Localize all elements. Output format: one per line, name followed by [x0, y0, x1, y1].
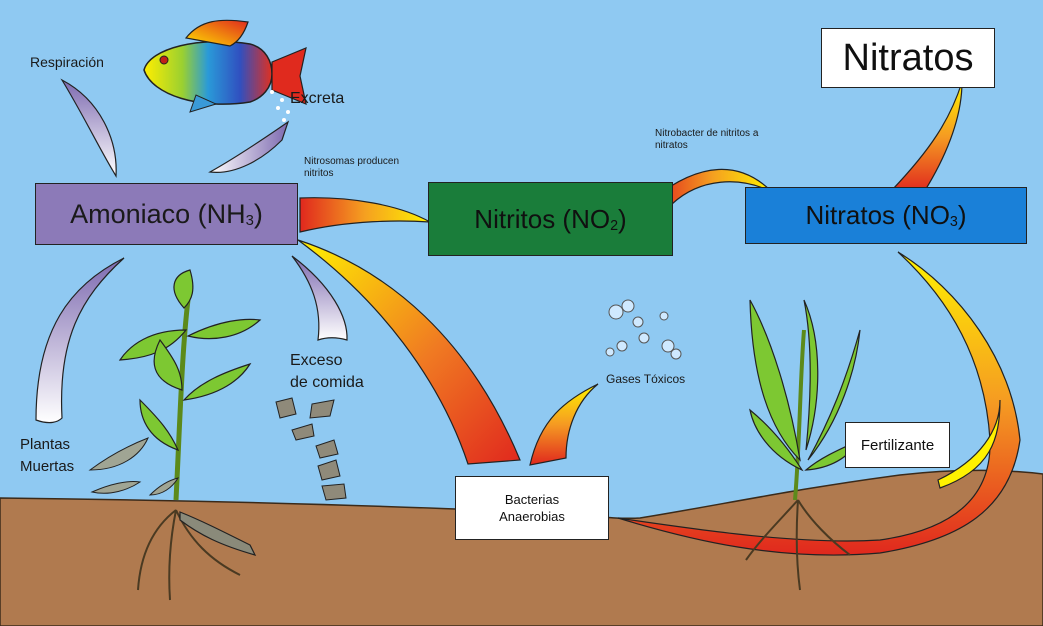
- nitratos-title-box: Nitratos: [821, 28, 995, 88]
- respiracion-label: Respiración: [30, 54, 104, 70]
- arrow-nitrosomas: [299, 197, 431, 233]
- soil: [0, 469, 1043, 626]
- arrow-fertilizer: [937, 399, 1001, 489]
- arrow-to-bacteria: [297, 239, 521, 465]
- nitrobacter-label: Nitrobacter de nitritos a nitratos: [655, 128, 759, 151]
- excreta-dots: [270, 90, 290, 122]
- exceso-label-line1: Exceso: [290, 352, 343, 369]
- arrow-excreta: [208, 120, 290, 173]
- plantas-label-line1: Plantas: [20, 436, 71, 453]
- amoniaco-box: Amoniaco (NH3): [35, 183, 298, 245]
- fertilizante-label: Fertilizante: [860, 436, 935, 454]
- plantas-label-line2: Muertas: [20, 458, 75, 475]
- nitratos-compound-label: Nitratos (NO3): [805, 200, 967, 231]
- nitritos-label: Nitritos (NO2): [474, 203, 627, 234]
- nitratos-title: Nitratos: [842, 36, 974, 79]
- nitratos-compound-box: Nitratos (NO3): [745, 187, 1027, 244]
- excreta-label: Excreta: [290, 90, 345, 107]
- food-flakes-icon: [275, 397, 347, 501]
- amoniaco-label: Amoniaco (NH3): [70, 198, 263, 229]
- bacterias-label: Bacterias Anaerobias: [499, 492, 565, 524]
- fish-icon: [143, 19, 307, 113]
- dead-leaves-icon: [88, 437, 180, 496]
- plant-icon: [118, 269, 262, 601]
- bubbles-icon: [605, 299, 682, 360]
- nitrosomas-label: Nitrosomas producen nitritos: [304, 156, 400, 179]
- bacterias-box: Bacterias Anaerobias: [455, 476, 609, 540]
- arrow-excess-food: [291, 255, 348, 341]
- nitritos-box: Nitritos (NO2): [428, 182, 673, 256]
- arrow-dead-plants: [35, 257, 125, 424]
- arrow-respiration: [60, 78, 117, 178]
- exceso-label-line2: de comida: [290, 374, 364, 391]
- plant-icon: [745, 299, 862, 591]
- arrow-to-title: [890, 81, 963, 193]
- arrow-gases: [529, 383, 599, 466]
- fertilizante-box: Fertilizante: [845, 422, 950, 468]
- gases-label: Gases Tóxicos: [606, 372, 686, 386]
